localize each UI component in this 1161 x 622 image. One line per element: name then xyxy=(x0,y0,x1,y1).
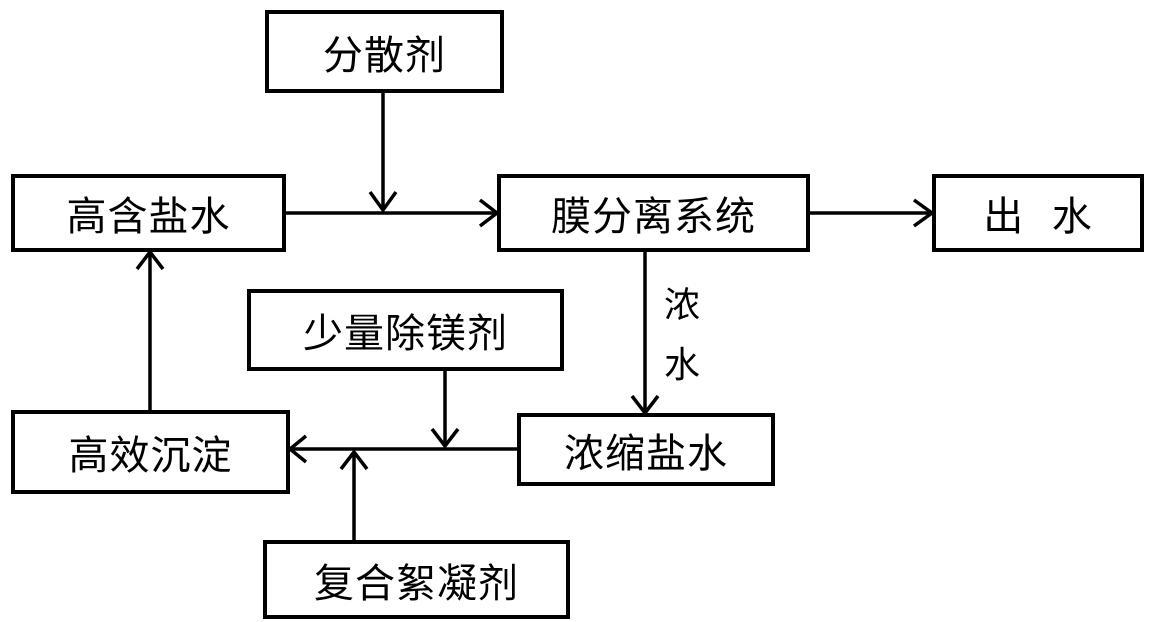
arrowhead-dispersant xyxy=(368,190,398,213)
high-salt-water-label: 高含盐水 xyxy=(66,194,231,240)
effluent-box: 出 水 xyxy=(932,174,1144,252)
membrane-system-box: 膜分离系统 xyxy=(497,174,810,252)
concentrate-label-char2: 水 xyxy=(663,345,700,386)
efficient-precipitation-box: 高效沉淀 xyxy=(11,410,290,494)
arrowhead-feed xyxy=(135,249,165,271)
small-mg-remover-box: 少量除镁剂 xyxy=(247,289,564,371)
arrowhead-mgremover xyxy=(430,427,460,449)
high-salt-water-box: 高含盐水 xyxy=(11,174,286,252)
composite-flocculant-label: 复合絮凝剂 xyxy=(314,560,519,607)
concentrate-label-char1: 浓 xyxy=(663,285,700,326)
small-mg-remover-label: 少量除镁剂 xyxy=(303,311,508,357)
dispersant-label: 分散剂 xyxy=(323,32,446,79)
efficient-precipitation-label: 高效沉淀 xyxy=(68,433,233,479)
concentrated-brine-box: 浓缩盐水 xyxy=(517,413,775,486)
arrowhead-precipitation xyxy=(287,434,308,464)
arrowhead-flocculant xyxy=(339,449,369,471)
dispersant-box: 分散剂 xyxy=(265,10,504,93)
effluent-label: 出 水 xyxy=(983,194,1093,240)
composite-flocculant-box: 复合絮凝剂 xyxy=(263,540,570,619)
membrane-system-label: 膜分离系统 xyxy=(551,194,756,240)
concentrate-edge-label: 浓 水 xyxy=(658,282,706,390)
concentrated-brine-label: 浓缩盐水 xyxy=(564,430,728,477)
